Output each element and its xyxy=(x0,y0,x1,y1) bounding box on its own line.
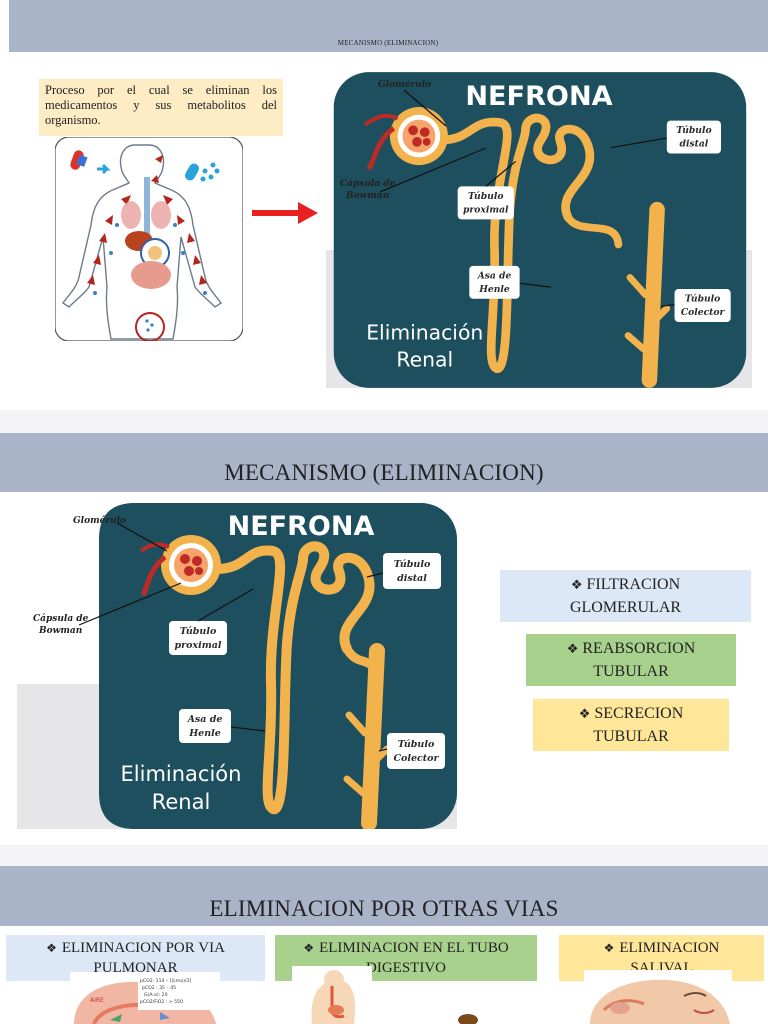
caption-line-2: Renal xyxy=(152,790,211,814)
label-collector-2: Colector xyxy=(393,753,439,764)
label-collector-2: Colector xyxy=(681,307,726,318)
slide-title: MECANISMO (ELIMINACION) xyxy=(337,39,439,47)
slide-gap xyxy=(0,845,768,866)
mechanism-line2: GLOMERULAR xyxy=(569,599,682,616)
label-distal-2: distal xyxy=(680,139,709,150)
diamond-bullet-icon: ❖ xyxy=(570,577,583,592)
mechanism-line1: FILTRACION xyxy=(586,576,681,593)
label-capsula-2: Bowman xyxy=(345,191,389,201)
mechanism-secretion: ❖SECRECION TUBULAR xyxy=(533,699,729,751)
label-capsula-2: Bowman xyxy=(38,626,82,636)
outside-labels: Glomérulo Cápsula de Bowman xyxy=(340,79,487,201)
air-label: AIRE xyxy=(90,997,104,1004)
nephron-title: NEFRONA xyxy=(465,81,612,112)
human-body-illustration xyxy=(54,136,244,342)
alveolus-illustration: AIRE pCO2: 114 – [(Lma)/3] pCO2 : 35 – 4… xyxy=(70,972,220,1024)
mechanism-line2: TUBULAR xyxy=(593,663,669,680)
label-capsula-1: Cápsula de xyxy=(33,613,89,624)
label-distal-1: Túbulo xyxy=(676,125,711,136)
nephron-diagram: NEFRONA Túbulo proximal Túbulo distal As… xyxy=(17,503,457,829)
diamond-bullet-icon: ❖ xyxy=(303,941,315,955)
label-glomerulo: Glomérulo xyxy=(73,515,126,526)
mechanism-line1: SECRECION xyxy=(594,705,684,722)
label-henle-1: Asa de xyxy=(187,714,223,725)
route-line2: DIGESTIVO xyxy=(366,960,446,976)
diamond-bullet-icon: ❖ xyxy=(603,941,615,955)
label-proximal-1: Túbulo xyxy=(180,626,217,637)
mechanism-line2: TUBULAR xyxy=(593,728,669,745)
lung-value-2: pCO2 : 35 – 45 xyxy=(142,985,176,991)
slide-title: ELIMINACION POR OTRAS VIAS xyxy=(209,896,559,921)
label-henle-2: Henle xyxy=(188,728,221,739)
label-capsula-1: Cápsula de xyxy=(340,178,396,189)
diamond-bullet-icon: ❖ xyxy=(578,706,591,721)
slide-gap xyxy=(0,410,768,433)
slide-title: MECANISMO (ELIMINACION) xyxy=(224,460,544,485)
mechanism-reabsorption: ❖REABSORCION TUBULAR xyxy=(526,634,736,686)
route-line1: ELIMINACION EN EL TUBO xyxy=(319,940,509,956)
digestive-tract-illustration xyxy=(292,966,372,1024)
label-distal-2: distal xyxy=(397,573,427,584)
nephron-title: NEFRONA xyxy=(228,511,375,542)
diamond-bullet-icon: ❖ xyxy=(46,941,57,955)
caption-line-1: Eliminación xyxy=(366,320,483,344)
mechanism-filtration: ❖FILTRACION GLOMERULAR xyxy=(500,570,751,622)
slide-mechanisms: MECANISMO (ELIMINACION) NEFRONA xyxy=(0,433,768,845)
label-distal-1: Túbulo xyxy=(394,559,431,570)
caption-line-2: Renal xyxy=(396,348,453,372)
diamond-bullet-icon: ❖ xyxy=(566,641,579,656)
label-glomerulo: Glomérulo xyxy=(378,79,431,90)
label-collector-1: Túbulo xyxy=(685,294,720,305)
header-band xyxy=(0,433,768,492)
header-band xyxy=(0,866,768,926)
arrow-right-icon xyxy=(252,202,318,224)
route-line1: ELIMINACION xyxy=(619,940,720,956)
definition-note: Proceso por el cual se eliminan los medi… xyxy=(39,79,283,136)
mechanism-line1: REABSORCION xyxy=(582,640,696,657)
lung-value-1: pCO2: 114 – [(Lma)/3] xyxy=(140,978,191,984)
label-proximal-2: proximal xyxy=(174,640,221,651)
label-henle-1: Asa de xyxy=(477,270,512,281)
slide-mechanism-intro: MECANISMO (ELIMINACION) Proceso por el c… xyxy=(0,0,768,410)
caption-line-1: Eliminación xyxy=(121,762,242,786)
lung-value-4: pCO2/FiO2 : > 550 xyxy=(140,999,183,1005)
nephron-diagram: NEFRONA Túbulo proximal Túbulo distal As… xyxy=(326,72,752,388)
digestive-organ-icon xyxy=(456,1010,480,1024)
salivary-gland-illustration xyxy=(584,970,732,1024)
label-proximal-1: Túbulo xyxy=(468,191,503,202)
route-line1: ELIMINACION POR VIA xyxy=(61,940,225,956)
slide-other-routes: ELIMINACION POR OTRAS VIAS ❖ ELIMINACION … xyxy=(0,866,768,1024)
header-band xyxy=(9,0,768,52)
lung-value-3: G(A-a): 20 xyxy=(144,992,168,998)
label-henle-2: Henle xyxy=(478,284,510,295)
route-digestive: ❖ ELIMINACION EN EL TUBO DIGESTIVO xyxy=(275,935,537,981)
label-collector-1: Túbulo xyxy=(398,739,435,750)
label-proximal-2: proximal xyxy=(463,205,509,216)
